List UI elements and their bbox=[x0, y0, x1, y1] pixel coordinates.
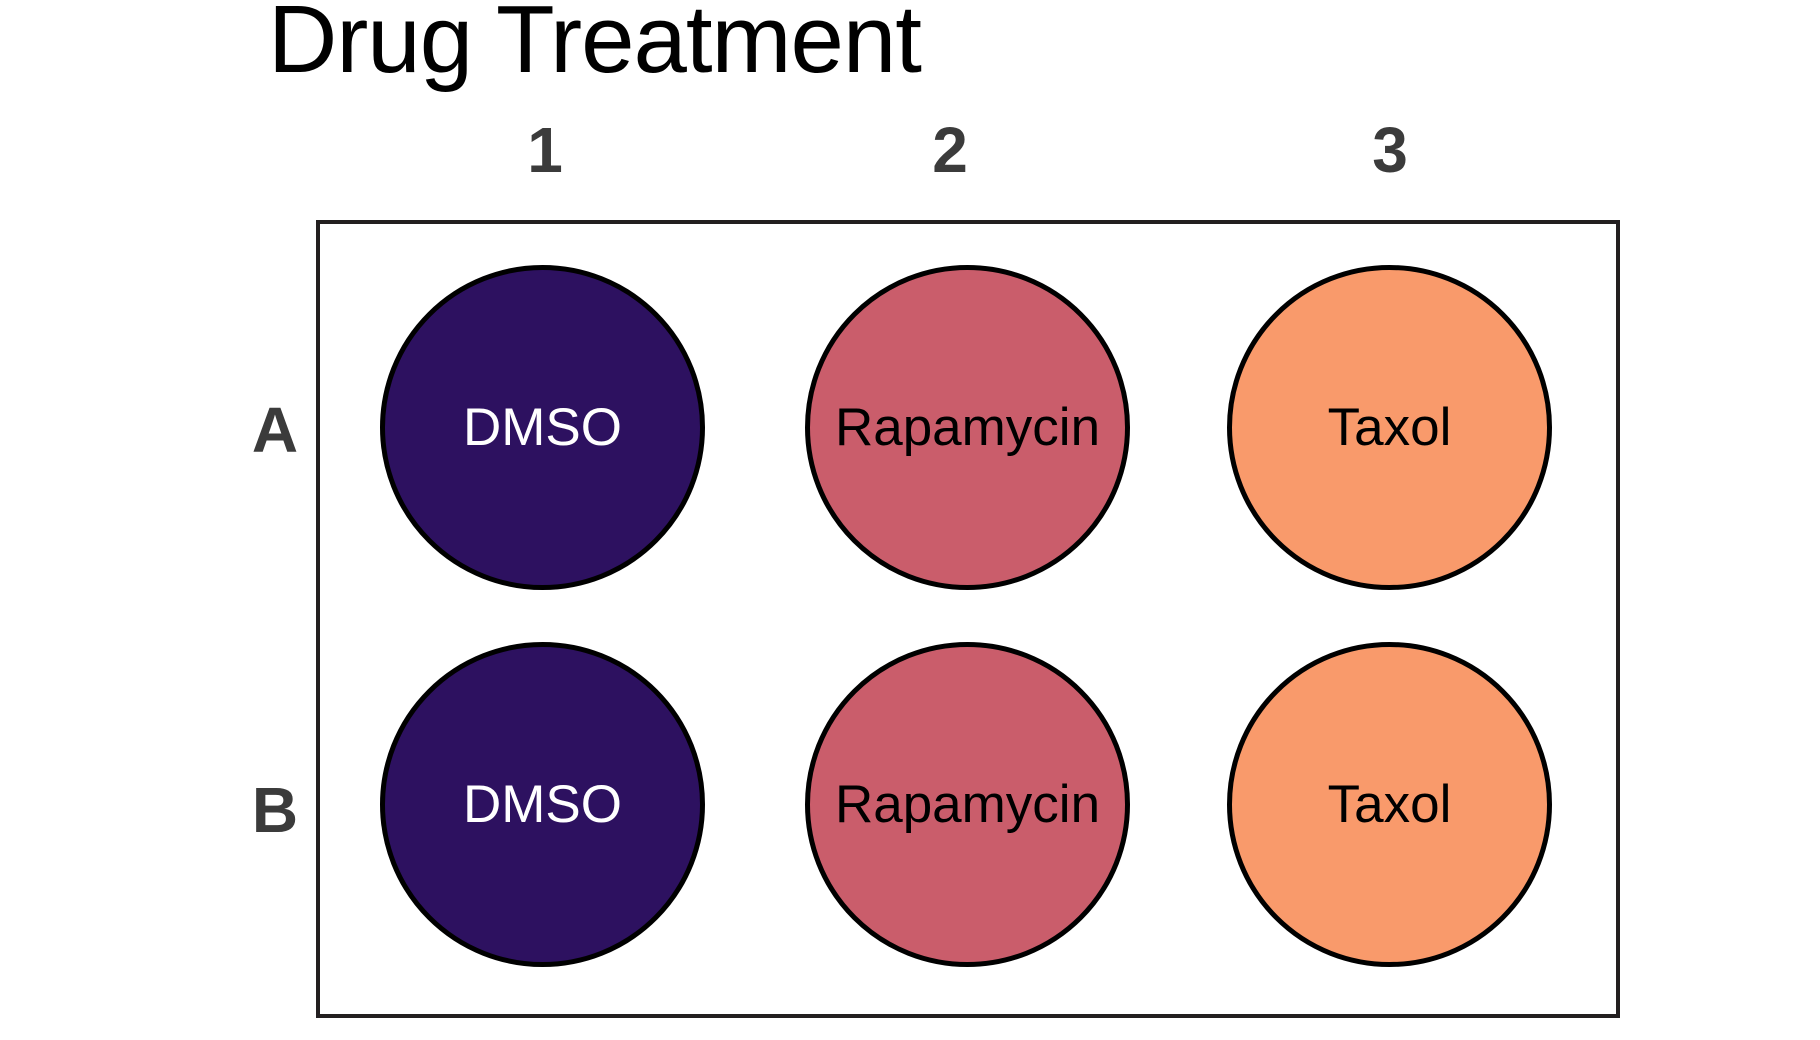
well-label: DMSO bbox=[463, 775, 622, 834]
well-label: DMSO bbox=[463, 398, 622, 457]
well-b1[interactable]: DMSO bbox=[380, 642, 705, 967]
column-header-1: 1 bbox=[527, 114, 563, 186]
column-header-2: 2 bbox=[932, 114, 968, 186]
well-label: Taxol bbox=[1327, 775, 1452, 834]
well-a3[interactable]: Taxol bbox=[1227, 265, 1552, 590]
well-a1[interactable]: DMSO bbox=[380, 265, 705, 590]
row-header-b: B bbox=[251, 774, 299, 846]
well-label: Rapamycin bbox=[834, 775, 1101, 834]
well-b3[interactable]: Taxol bbox=[1227, 642, 1552, 967]
well-b2[interactable]: Rapamycin bbox=[805, 642, 1130, 967]
well-label: Rapamycin bbox=[834, 398, 1101, 457]
row-header-a: A bbox=[251, 394, 299, 466]
page-title: Drug Treatment bbox=[268, 0, 922, 93]
well-a2[interactable]: Rapamycin bbox=[805, 265, 1130, 590]
well-label: Taxol bbox=[1327, 398, 1452, 457]
column-header-3: 3 bbox=[1372, 114, 1408, 186]
